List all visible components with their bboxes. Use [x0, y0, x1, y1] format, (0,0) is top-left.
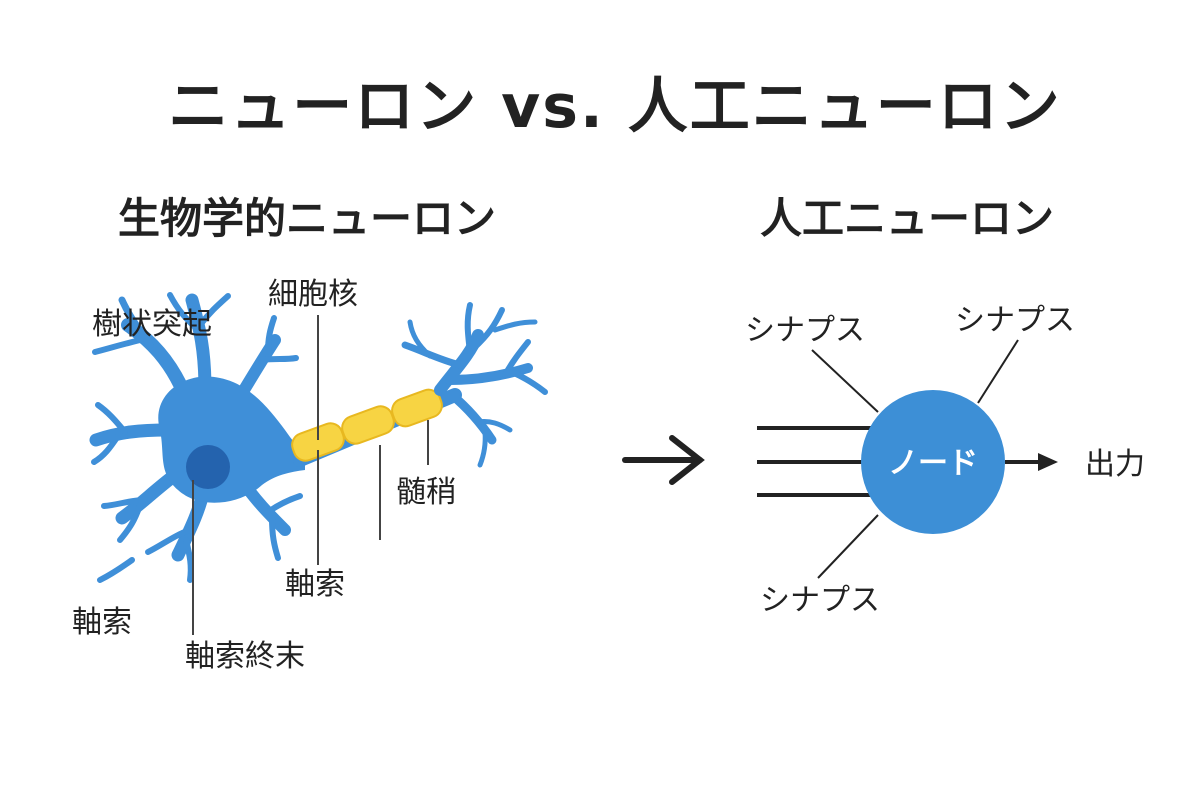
biological-neuron-illustration	[89, 292, 548, 583]
artificial-neuron-illustration: ノード	[757, 339, 1058, 579]
page-title: ニューロン vs. 人工ニューロン	[168, 72, 1062, 142]
synapse-label-top-right: シナプス	[955, 303, 1075, 338]
synapse-label-bottom: シナプス	[760, 583, 880, 618]
myelin-segment	[391, 388, 443, 428]
output-label: 出力	[1085, 447, 1145, 482]
dendrite-label: 樹状突起	[92, 307, 212, 342]
label-leader-lines	[192, 315, 429, 635]
arrowhead-icon	[1038, 453, 1058, 471]
node-circle	[861, 390, 1005, 534]
axon-label-left: 軸索	[72, 605, 132, 640]
cell-body	[158, 376, 305, 503]
myelin-label: 髄稍	[396, 475, 456, 510]
node-label: ノード	[888, 446, 978, 481]
axon-label: 軸索	[285, 567, 345, 602]
biological-neuron-heading: 生物学的ニューロン	[118, 194, 497, 243]
soma-dendrites	[89, 292, 303, 583]
axon-terminal-branches	[401, 302, 548, 468]
myelin-segment	[341, 405, 395, 445]
synapse-leader-lines	[811, 339, 1019, 579]
synapse-label-top-left: シナプス	[745, 313, 865, 348]
axon-terminal-label: 軸索終末	[185, 639, 305, 674]
input-lines	[757, 426, 880, 497]
artificial-neuron-heading: 人工ニューロン	[760, 194, 1055, 243]
right-arrow-icon	[622, 435, 705, 485]
nucleus-label: 細胞核	[268, 277, 358, 312]
nucleus	[186, 445, 230, 489]
myelin-sheaths	[291, 388, 443, 462]
